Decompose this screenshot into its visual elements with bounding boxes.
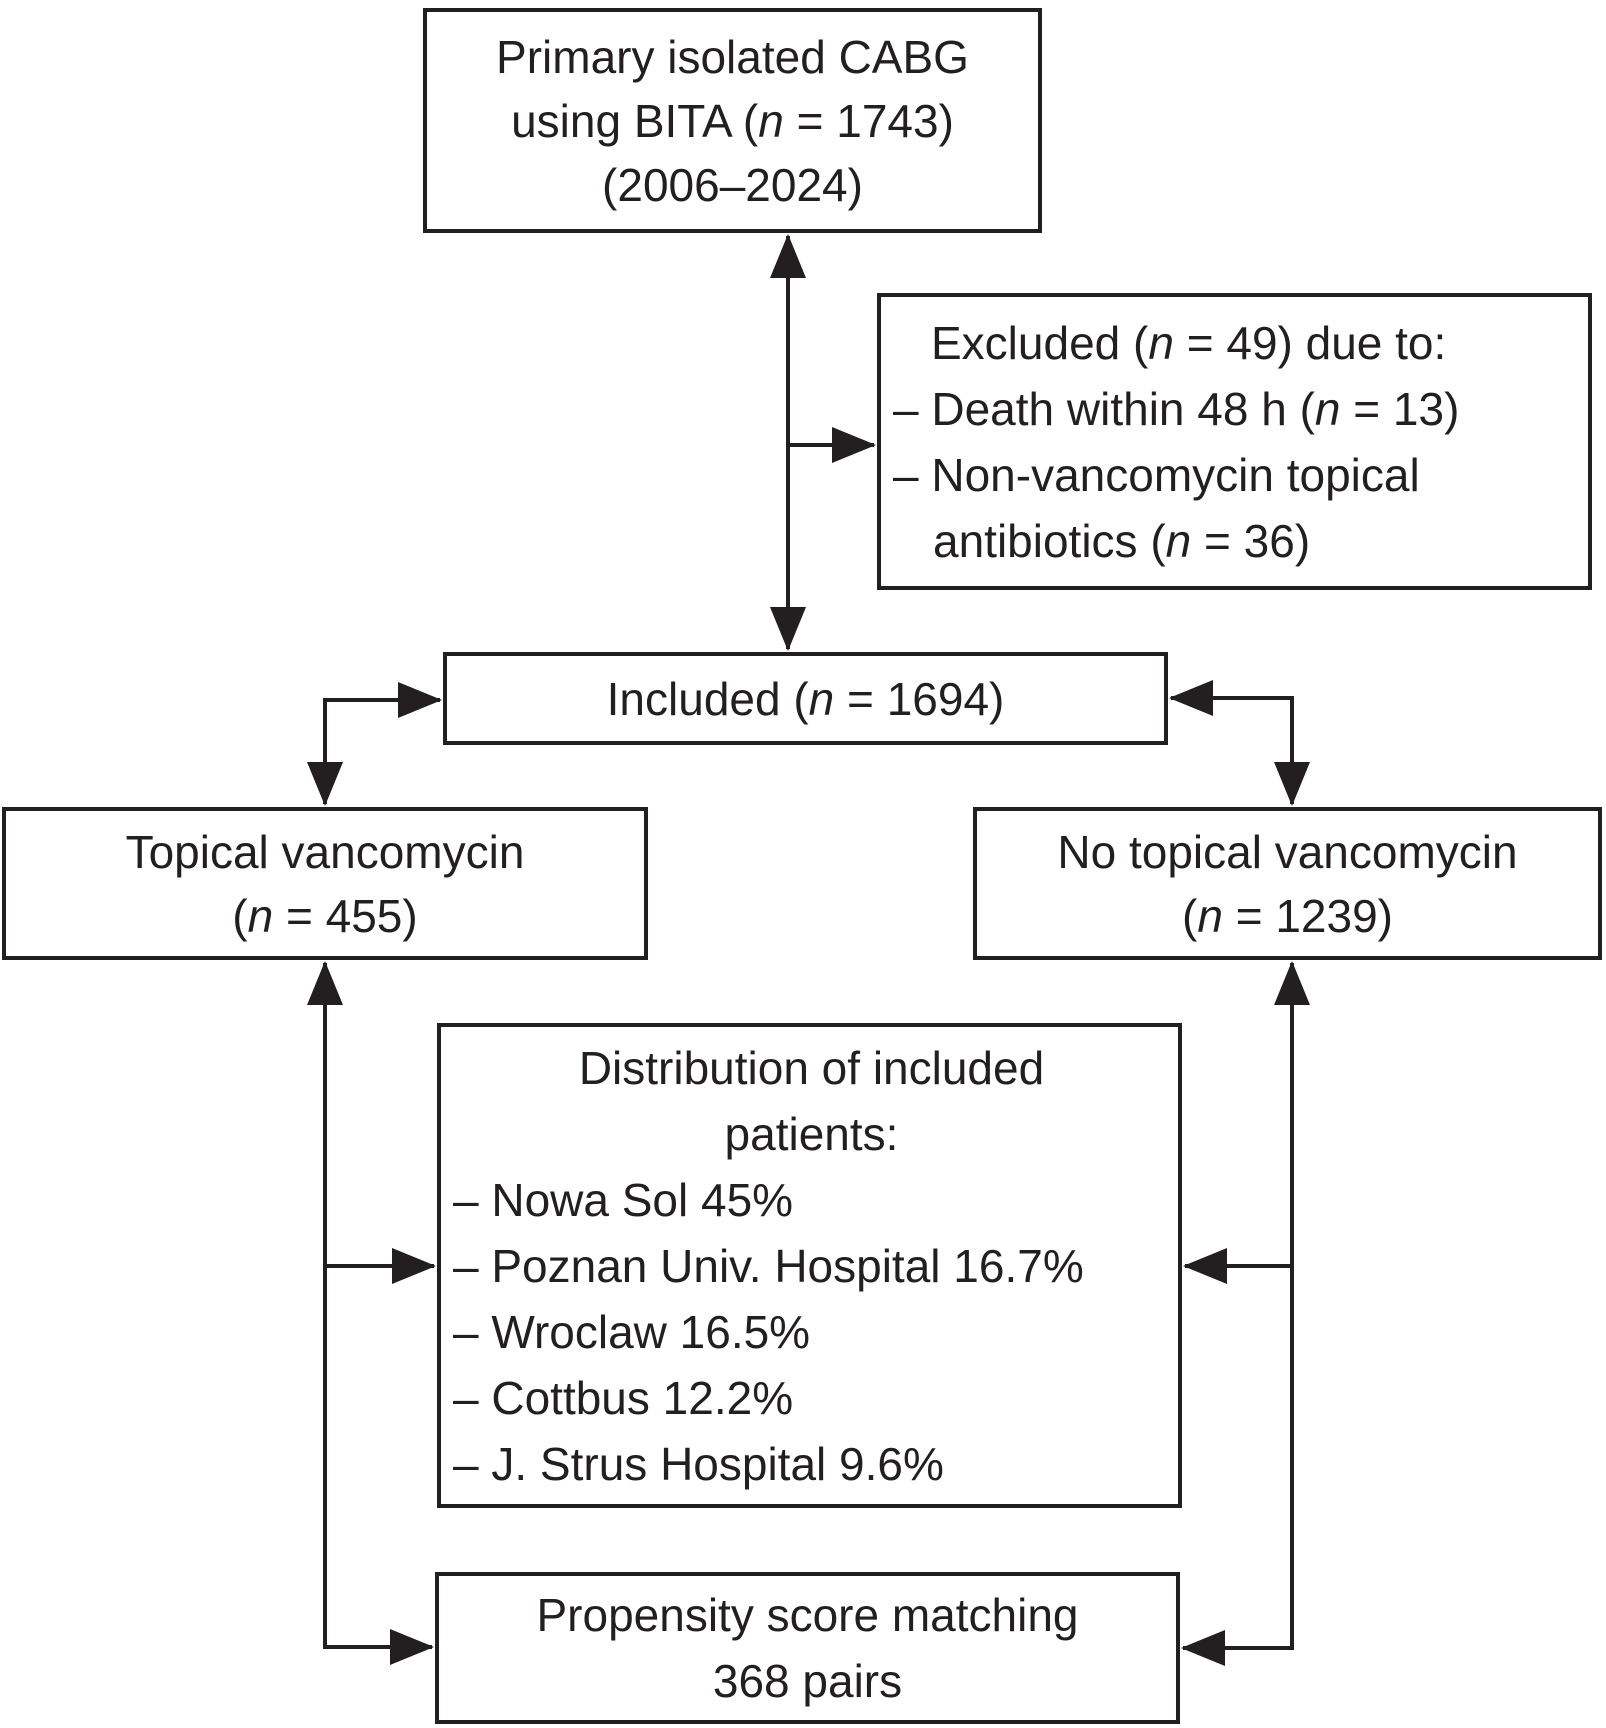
topical-line-2-pre: ( <box>232 889 248 942</box>
excluded-item-death: – Death within 48 h (n = 13) <box>893 376 1580 442</box>
distribution-item-cottbus: – Cottbus 12.2% <box>453 1371 794 1424</box>
no-topical-line-2-pre: ( <box>1182 889 1198 942</box>
propensity-line-1: Propensity score matching <box>536 1589 1079 1641</box>
no-topical-line-1: No topical vancomycin <box>1057 825 1518 878</box>
excluded-item-antibiotics-line2: antibiotics (n = 36) <box>933 508 1580 574</box>
connector-right-elbow <box>1169 680 1310 806</box>
included-pre: Included ( <box>606 672 809 725</box>
topical-line-2: (n = 455) <box>232 884 417 948</box>
no-topical-vancomycin-box: No topical vancomycin (n = 1239) <box>973 807 1602 960</box>
primary-cabg-box: Primary isolated CABG using BITA (n = 17… <box>423 8 1042 233</box>
topical-line-2-post: = 455) <box>273 889 418 942</box>
connector-left-elbow <box>307 682 442 806</box>
distribution-item-nowa-sol: – Nowa Sol 45% <box>453 1173 794 1226</box>
connector-left-rail <box>307 961 434 1665</box>
n-symbol: n <box>1197 889 1223 942</box>
distribution-item-wroclaw: – Wroclaw 16.5% <box>453 1305 811 1358</box>
topical-line-1: Topical vancomycin <box>125 825 525 878</box>
excluded-item2-pre: antibiotics ( <box>933 514 1166 567</box>
primary-line-2-post: = 1743) <box>783 94 954 147</box>
primary-line-2-pre: using BITA ( <box>511 94 759 147</box>
n-symbol: n <box>758 94 784 147</box>
excluded-item1-pre: – Death within 48 h ( <box>893 382 1315 435</box>
connector-right-rail <box>1181 961 1310 1666</box>
n-symbol: n <box>1148 316 1174 369</box>
excluded-header: Excluded (n = 49) due to: <box>931 310 1580 376</box>
distribution-item-poznan: – Poznan Univ. Hospital 16.7% <box>453 1239 1084 1292</box>
propensity-matching-box: Propensity score matching 368 pairs <box>435 1572 1180 1724</box>
primary-line-3: (2006–2024) <box>602 158 863 211</box>
n-symbol: n <box>1314 382 1341 435</box>
included-box: Included (n = 1694) <box>443 652 1168 745</box>
included-line: Included (n = 1694) <box>607 667 1005 731</box>
primary-line-2: using BITA (n = 1743) <box>511 89 954 153</box>
included-post: = 1694) <box>834 672 1005 725</box>
distribution-header-line-1: Distribution of included <box>578 1041 1045 1094</box>
no-topical-line-2-post: = 1239) <box>1222 889 1393 942</box>
excluded-item2-post: = 36) <box>1191 514 1311 567</box>
no-topical-line-2: (n = 1239) <box>1182 884 1393 948</box>
distribution-item-strus: – J. Strus Hospital 9.6% <box>453 1437 944 1490</box>
distribution-box: Distribution of included patients: – Now… <box>437 1023 1182 1508</box>
excluded-box: Excluded (n = 49) due to: – Death within… <box>877 293 1592 590</box>
excluded-item1-post: = 13) <box>1340 382 1460 435</box>
excluded-header-post: = 49) due to: <box>1173 316 1447 369</box>
excluded-item-antibiotics-line1: – Non-vancomycin topical <box>893 448 1420 501</box>
n-symbol: n <box>1165 514 1192 567</box>
topical-vancomycin-box: Topical vancomycin (n = 455) <box>2 807 648 960</box>
n-symbol: n <box>808 672 835 725</box>
excluded-header-pre: Excluded ( <box>931 316 1149 369</box>
distribution-header-line-2: patients: <box>724 1107 899 1160</box>
primary-line-1: Primary isolated CABG <box>496 30 969 83</box>
n-symbol: n <box>247 889 274 942</box>
propensity-line-2: 368 pairs <box>712 1655 903 1707</box>
